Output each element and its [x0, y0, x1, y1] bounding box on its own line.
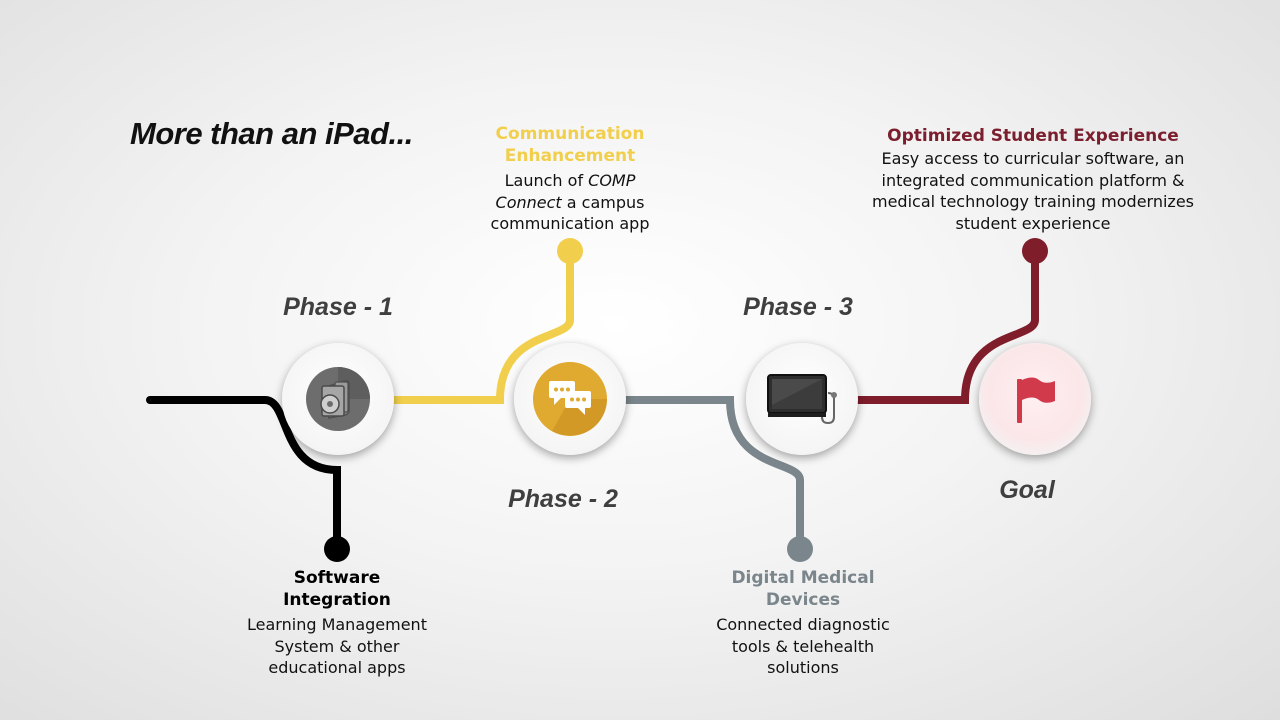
phase-2-label: Phase - 2 [508, 485, 618, 513]
communication-heading-line-1: Communication [495, 124, 645, 144]
medical-monitor-icon [767, 374, 837, 425]
software-description-line-2: System & other [274, 636, 400, 656]
devices-heading-line-2: Devices [765, 590, 841, 610]
communication-text-comp: COMP [588, 171, 636, 190]
devices-heading: Digital Medical Devices [716, 567, 890, 611]
communication-description-line-2: Connect a campus [491, 192, 650, 214]
devices-path [570, 396, 804, 548]
communication-heading-line-2: Enhancement [504, 146, 636, 166]
devices-description-line-1: Connected diagnostic [716, 615, 890, 634]
goal-label: Goal [999, 476, 1055, 504]
phase-1-label: Phase - 1 [283, 293, 393, 321]
devices-heading-line-1: Digital Medical [731, 568, 875, 588]
phase-3-node [746, 343, 858, 455]
communication-text-campus: a campus [561, 192, 645, 212]
software-path-endpoint [324, 536, 350, 562]
communication-path-endpoint [557, 238, 583, 264]
communication-caption: Communication Enhancement Launch of COMP… [491, 123, 650, 235]
software-disc-icon [306, 367, 370, 431]
devices-description-line-2: tools & telehealth [731, 636, 875, 656]
software-description-line-3: educational apps [268, 658, 406, 677]
communication-description-line-1: Launch of COMP [491, 170, 650, 192]
flag-icon [1017, 377, 1055, 423]
goal-description-line-1: Easy access to curricular software, an [881, 149, 1185, 168]
communication-text-connect: Connect [495, 192, 562, 212]
software-caption: Software Integration Learning Management… [247, 567, 427, 679]
devices-caption: Digital Medical Devices Connected diagno… [716, 567, 890, 679]
software-heading-line-1: Software [293, 568, 381, 588]
devices-description-line-3: solutions [767, 658, 839, 677]
phase-3-label: Phase - 3 [743, 293, 853, 321]
software-description: Learning Management System & other educa… [247, 614, 427, 679]
devices-path-endpoint [787, 536, 813, 562]
slide-title: More than an iPad... [130, 116, 413, 151]
communication-heading: Communication Enhancement [491, 123, 650, 167]
goal-caption: Optimized Student Experience Easy access… [872, 125, 1194, 234]
goal-description-line-2: integrated communication platform & [881, 170, 1185, 190]
chat-bubbles-icon [533, 362, 607, 436]
software-path [146, 396, 341, 552]
goal-description: Easy access to curricular software, an i… [872, 148, 1194, 234]
goal-description-line-3: medical technology training modernizes [872, 192, 1194, 211]
phase-2-node [514, 343, 626, 455]
goal-node [979, 343, 1091, 455]
software-heading: Software Integration [247, 567, 427, 611]
communication-description: Launch of COMP Connect a campus communic… [491, 170, 650, 235]
communication-path [338, 252, 574, 404]
communication-description-line-3: communication app [490, 214, 650, 233]
goal-description-line-4: student experience [955, 213, 1111, 233]
goal-path [800, 252, 1039, 404]
communication-text-launch: Launch of [504, 171, 589, 190]
phase-1-node [282, 343, 394, 455]
devices-description: Connected diagnostic tools & telehealth … [716, 614, 890, 679]
goal-heading: Optimized Student Experience [887, 126, 1179, 146]
goal-path-endpoint [1022, 238, 1048, 264]
software-heading-line-2: Integration [283, 590, 391, 610]
software-description-line-1: Learning Management [247, 615, 427, 634]
